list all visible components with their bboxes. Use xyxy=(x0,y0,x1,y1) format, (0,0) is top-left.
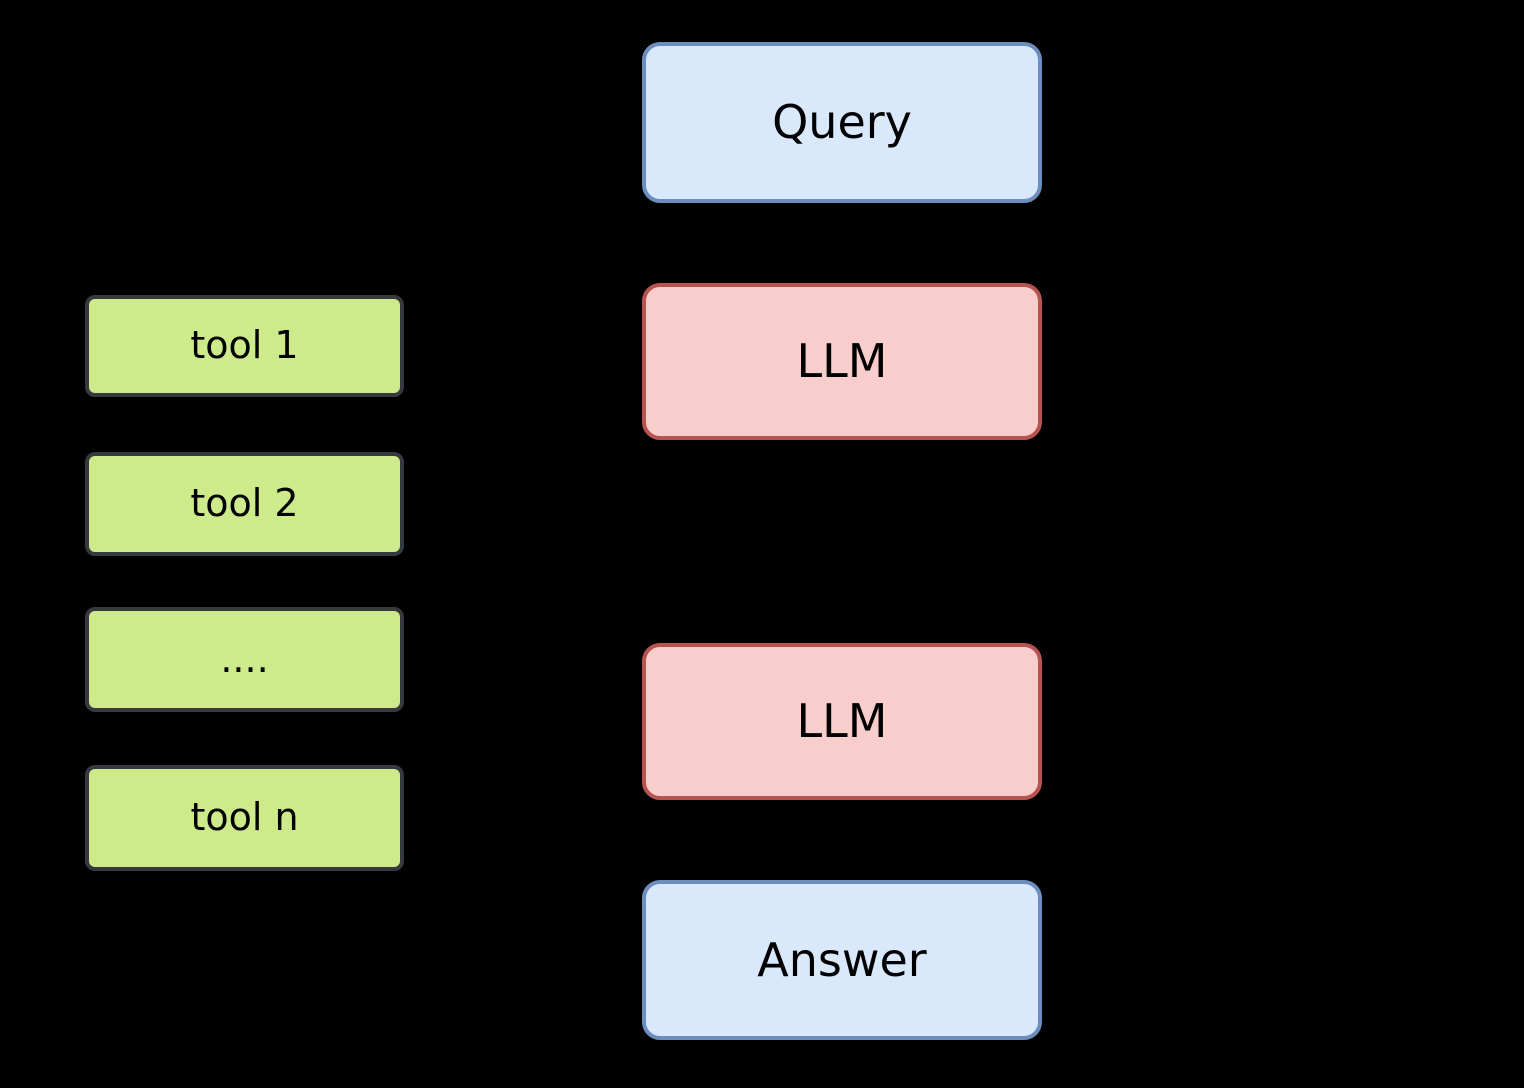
answer-node: Answer xyxy=(642,880,1042,1040)
llm-node-first-label: LLM xyxy=(796,334,888,389)
query-node-label: Query xyxy=(772,95,912,150)
llm-node-second: LLM xyxy=(642,643,1042,800)
answer-node-label: Answer xyxy=(757,932,927,987)
tool-2-node: tool 2 xyxy=(85,452,404,556)
tool-1-node: tool 1 xyxy=(85,295,404,397)
llm-node-second-label: LLM xyxy=(796,694,888,749)
tool-n-node-label: tool n xyxy=(190,795,299,840)
llm-node-first: LLM xyxy=(642,283,1042,440)
tool-n-node: tool n xyxy=(85,765,404,871)
query-node: Query xyxy=(642,42,1042,203)
tool-2-node-label: tool 2 xyxy=(190,481,299,526)
tool-ellipsis-node: .... xyxy=(85,607,404,712)
tool-ellipsis-node-label: .... xyxy=(220,636,269,681)
tool-1-node-label: tool 1 xyxy=(190,323,299,368)
